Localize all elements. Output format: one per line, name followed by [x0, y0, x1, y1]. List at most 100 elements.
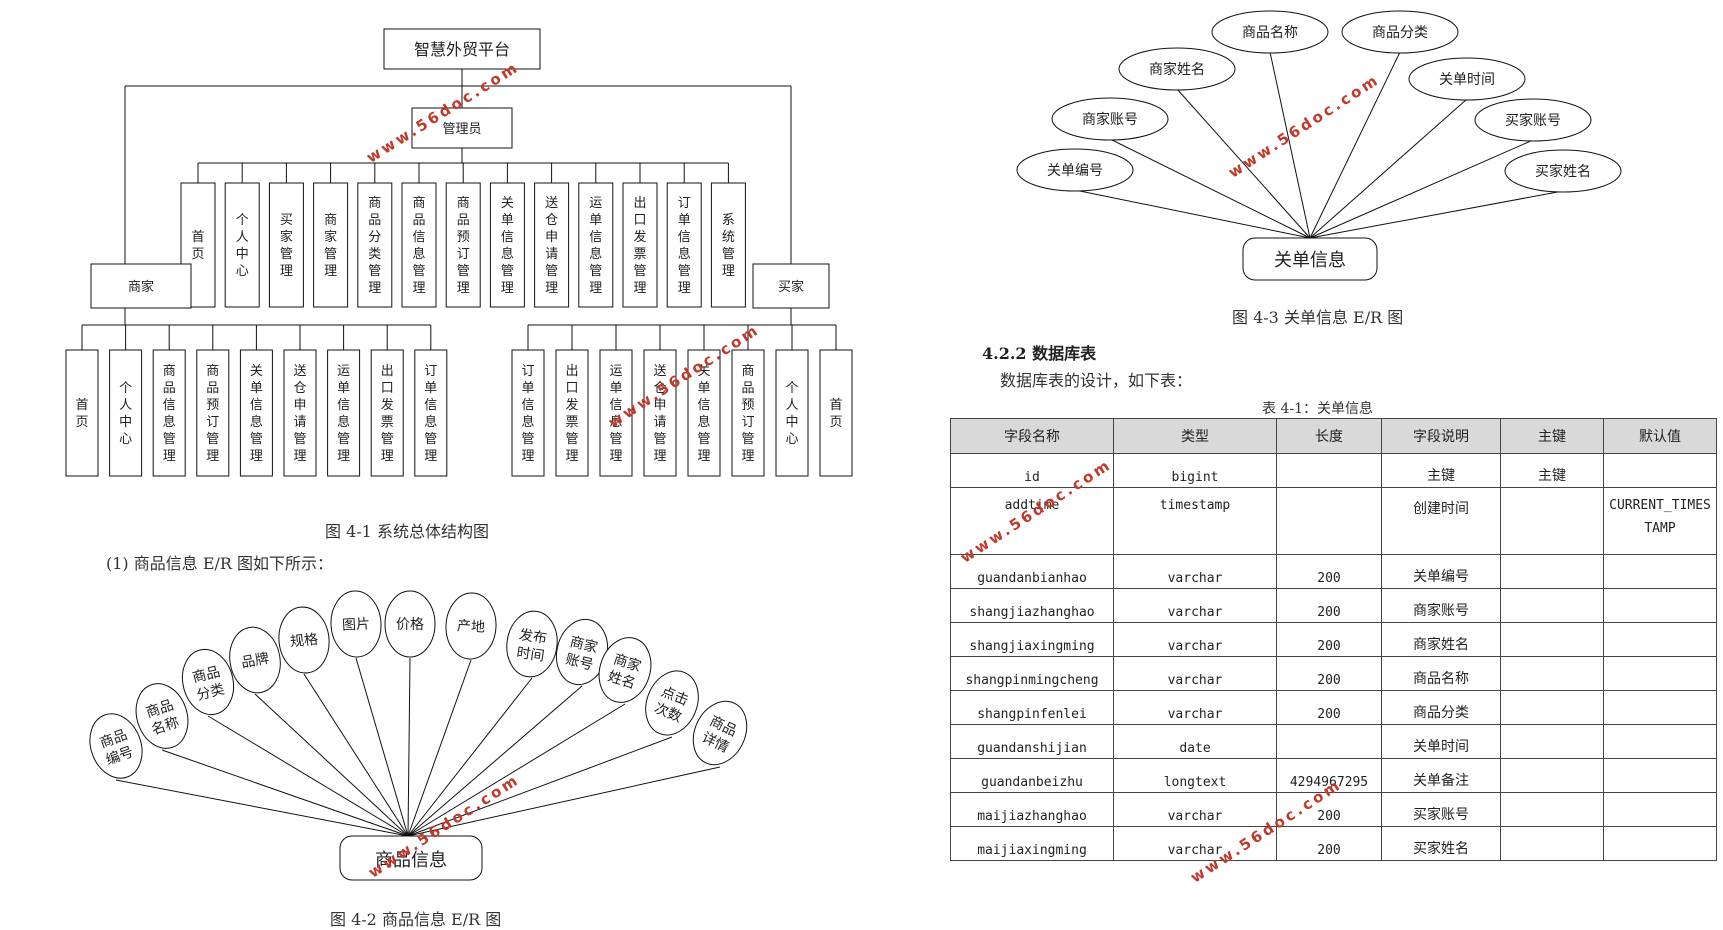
table-cell: 创建时间 [1381, 487, 1501, 555]
relation-line [1309, 190, 1564, 239]
attribute-group: 商品编号 [89, 713, 143, 779]
attribute-group: 商品详情 [692, 700, 748, 766]
table-cell [1603, 690, 1717, 725]
relation-line [115, 779, 409, 837]
attribute-group: 产地 [445, 592, 497, 660]
admin-module-label: 商家管理 [324, 213, 337, 279]
table-cell [1500, 554, 1604, 589]
attribute-group: 商品分类 [181, 648, 235, 716]
section-text: 数据库表的设计，如下表： [1000, 371, 1193, 390]
table-cell: 商品名称 [1381, 656, 1501, 691]
table-cell: 买家账号 [1381, 792, 1501, 827]
table-cell [1500, 588, 1604, 623]
relation-line [407, 736, 673, 837]
table-cell: 关单备注 [1381, 758, 1501, 793]
merchant-module-label: 首页 [75, 398, 88, 430]
attribute-label: 商家姓名 [1149, 61, 1205, 78]
attribute-label: 商品名称 [1242, 25, 1298, 41]
column-header: 字段名称 [950, 418, 1114, 454]
buyer-module-label: 个人中心 [785, 381, 798, 447]
entity-box [339, 835, 483, 881]
admin-module-label: 买家管理 [280, 213, 293, 279]
admin-module-label: 个人中心 [236, 213, 249, 279]
relation-line [407, 685, 583, 837]
merchant-module-box [65, 349, 99, 477]
buyer-module-label: 订单信息管理 [521, 364, 534, 464]
table-cell: maijiaxingming [950, 826, 1114, 861]
table-cell [1603, 588, 1717, 623]
attribute-ellipse [384, 590, 436, 658]
merchant-module-box [370, 349, 404, 477]
table-cell [1276, 487, 1382, 555]
table-cell [1500, 622, 1604, 657]
attribute-ellipse [1211, 10, 1329, 54]
relation-line [1074, 189, 1311, 239]
admin-module-label: 订单信息管理 [678, 196, 691, 296]
buyer-module-box [555, 349, 589, 477]
attribute-label: 价格 [396, 617, 424, 633]
admin-node-label: 管理员 [442, 122, 481, 137]
table-cell [1603, 656, 1717, 691]
buyer-node-label: 买家 [778, 279, 804, 295]
buyer-module-box [643, 349, 677, 477]
admin-module-box [489, 182, 525, 308]
attribute-ellipse [645, 670, 699, 736]
buyer-module-label: 送仓申请管理 [653, 364, 666, 464]
admin-module-label: 关单信息管理 [501, 196, 514, 296]
entity-label: 关单信息 [1274, 250, 1346, 271]
admin-module-box [666, 182, 702, 308]
table-cell: 买家姓名 [1381, 826, 1501, 861]
admin-module-box [357, 182, 393, 308]
attribute-ellipse [135, 683, 189, 749]
attribute-group: 发布时间 [506, 610, 558, 678]
table-cell: 商家账号 [1381, 588, 1501, 623]
table-cell [1603, 792, 1717, 827]
merchant-module-label: 运单信息管理 [337, 364, 350, 464]
attribute-label: 买家账号 [1505, 112, 1561, 129]
merchant-module-label: 商品信息管理 [163, 364, 176, 464]
admin-module-box [401, 182, 437, 308]
relation-line [407, 659, 472, 837]
admin-module-label: 系统管理 [722, 213, 735, 279]
buyer-module-label: 首页 [829, 398, 842, 430]
buyer-module-box [775, 349, 809, 477]
attribute-label: 商品编号 [98, 727, 136, 769]
table-cell: 商品分类 [1381, 690, 1501, 725]
table-cell [1500, 690, 1604, 725]
attribute-label: 关单编号 [1047, 163, 1103, 179]
buyer-module-box [819, 349, 853, 477]
table-header-row: 字段名称类型长度字段说明主键默认值 [950, 418, 1717, 454]
relation-line [355, 657, 409, 837]
product-er-diagram: 商品编号商品名称商品分类品牌规格图片价格产地发布时间商家账号商家姓名点击次数商品… [89, 590, 748, 881]
table-cell: shangpinmingcheng [950, 656, 1114, 691]
relation-line [1109, 138, 1311, 239]
table-cell [1500, 487, 1604, 555]
table-cell [1276, 724, 1382, 759]
admin-module-label: 运单信息管理 [589, 196, 602, 296]
merchant-module-box [239, 349, 273, 477]
column-header: 类型 [1113, 418, 1277, 454]
merchant-module-box [152, 349, 186, 477]
table-cell: guandanshijian [950, 724, 1114, 759]
attribute-label: 规格 [289, 632, 319, 651]
admin-module-label: 商品预订管理 [457, 196, 470, 296]
buyer-module-box [511, 349, 545, 477]
table-cell [1500, 656, 1604, 691]
table-cell: varchar [1113, 554, 1277, 589]
merchant-module-box [109, 349, 143, 477]
attribute-ellipse [278, 606, 330, 674]
table-cell: 主键 [1500, 453, 1604, 488]
admin-module-box [710, 182, 746, 308]
relation-line [1269, 51, 1311, 239]
attribute-group: 品牌 [229, 626, 281, 694]
table-cell: varchar [1113, 622, 1277, 657]
buyer-module-label: 出口发票管理 [565, 364, 578, 464]
relation-line [303, 673, 409, 837]
attribute-label: 商品分类 [191, 664, 226, 704]
relation-line [1176, 88, 1311, 239]
table-cell: guandanbeizhu [950, 758, 1114, 793]
